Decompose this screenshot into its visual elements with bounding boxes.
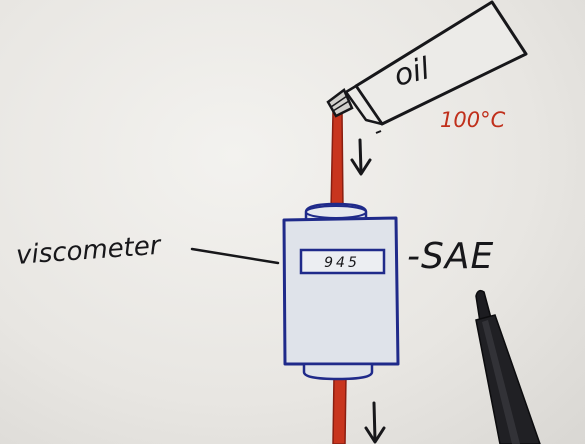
oil-stream-bottom bbox=[332, 375, 347, 444]
sae-label: -SAE bbox=[407, 236, 494, 277]
viscometer-label: viscometer bbox=[15, 231, 164, 271]
display-value: 945 bbox=[324, 255, 360, 271]
oil-bottle: oil bbox=[326, 0, 528, 126]
arrow-down-icon bbox=[350, 138, 372, 176]
device-display bbox=[299, 248, 386, 275]
marker-pen-icon bbox=[475, 289, 541, 444]
temperature-label: 100°C bbox=[440, 108, 506, 132]
device-body bbox=[282, 216, 400, 366]
device-outlet bbox=[302, 362, 374, 381]
viscometer-device: 945 bbox=[282, 202, 400, 381]
arrow-down-icon bbox=[364, 401, 386, 444]
oil-stream-top bbox=[330, 111, 344, 211]
drip-mark bbox=[375, 130, 382, 134]
viscometer-leader-line bbox=[190, 247, 280, 265]
